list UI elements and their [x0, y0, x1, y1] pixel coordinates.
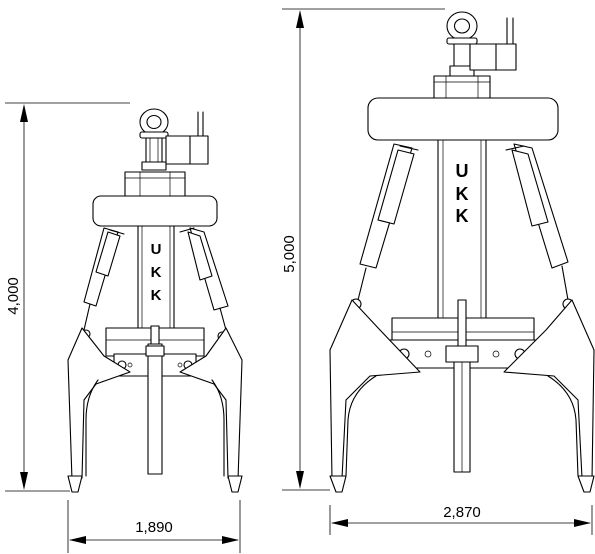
small-width-dimension: 1,890: [67, 500, 241, 553]
small-right-cylinder: [179, 227, 229, 341]
small-logo-k2: K: [151, 287, 162, 304]
large-height-dimension: 5,000: [281, 8, 445, 491]
small-height-label: 4,000: [5, 277, 22, 315]
large-top-head: [433, 75, 491, 99]
small-housing: [92, 195, 218, 227]
large-shackle: [446, 11, 517, 77]
large-left-cylinder: [350, 143, 419, 310]
large-housing: [367, 97, 559, 141]
small-shackle: [139, 108, 209, 171]
large-grab: 5,000 2,870: [281, 8, 595, 535]
large-logo-u: U: [456, 161, 469, 181]
large-width-dimension: 2,870: [329, 504, 593, 535]
small-column: [137, 225, 175, 331]
large-right-arm: [503, 299, 595, 493]
small-grab: 4,000 1,890: [5, 102, 243, 553]
small-left-arm: [67, 327, 131, 493]
small-height-dimension: 4,000: [5, 102, 130, 492]
large-left-arm: [329, 299, 421, 493]
small-width-label: 1,890: [135, 519, 173, 536]
large-width-label: 2,870: [443, 504, 481, 521]
large-column: [437, 139, 487, 321]
small-logo-k1: K: [151, 264, 162, 281]
large-height-label: 5,000: [281, 235, 298, 273]
small-center-rod: [147, 343, 163, 475]
large-right-cylinder: [505, 143, 574, 310]
small-left-cylinder: [81, 227, 125, 339]
small-right-arm: [179, 327, 243, 493]
small-top-head: [124, 171, 186, 197]
large-logo-k2: K: [456, 206, 469, 226]
large-logo-k1: K: [456, 184, 469, 204]
small-logo-u: U: [151, 241, 162, 258]
